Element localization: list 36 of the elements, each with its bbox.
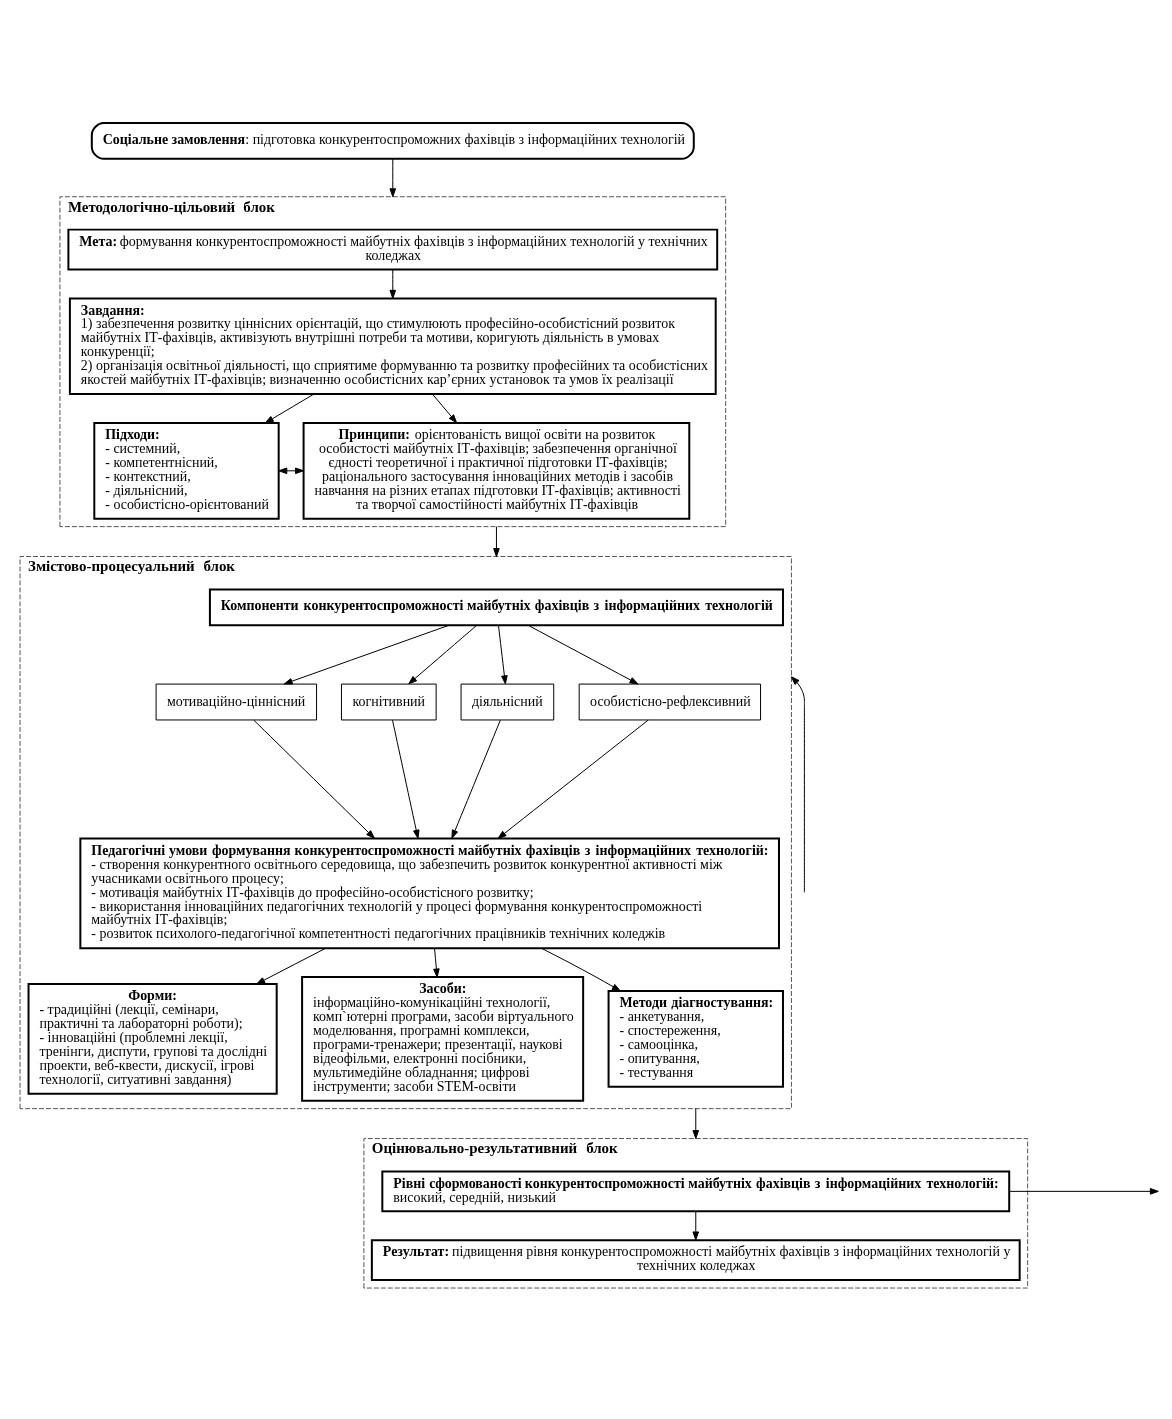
node-box: Педагогічні умови формування конкурентоспроможності майбутніх фахівців з інформаційних технологій: - створення конкурентного освітнього середовища, що забезпечить розвиток конкурентної активності між учасниками освітнього процесу; - мотивація майбутніх ІТ-фахівців до професійно-особистісного розвитку; - використання інноваційних педагогічних технологій у процесі формування конкурентоспроможності майбутніх ІТ-фахівців; - розвиток психолого-педагогічної компетентності педагогічних працівників технічних коледжів — [79, 837, 780, 950]
arrow — [692, 1108, 700, 1140]
arrow — [264, 393, 315, 424]
arrow — [256, 947, 327, 985]
node-box: Засоби: інформаційно-комунікаційні технології, комп`ютерні програми, засоби віртуального моделювання, програмні комплекси, програми-тренажери; презентації, наукові відеофільми, електронні посібники, мультимедійне обладнання; цифрові інструменти; засоби STEM-освіти — [301, 976, 585, 1102]
arrow — [433, 947, 440, 978]
node-box: Завдання: 1) забезпечення розвитку ціннісних орієнтацій, що стимулюють професійно-особистісний розвиток майбутніх ІТ-фахівців, активізують внутрішні потреби та мотиви, коригують діяльність в умовах конкуренції; 2) організація освітньої діяльності, що сприятиме формуванню та розвитку професійних та особистісних якостей майбутніх ІТ-фахівців; визначенню особистісних кар’єрних установок та умов їх реалізації — [68, 297, 717, 396]
node-box: Підходи: - системний, - компетентнісний, - контекстний, - діяльнісний, - особистісно-орієнтований — [93, 421, 280, 520]
arrow — [389, 269, 397, 299]
node-box: Мета: формування конкурентоспроможності майбутніх фахівців з інформаційних технологій у технічних коледжах — [67, 228, 719, 271]
arrow — [283, 624, 450, 685]
arrow — [408, 624, 478, 685]
node-box: Принципи: орієнтованість вищої освіти на розвиток особистості майбутніх ІТ-фахівців; забезпечення органічної єдності теоретичної і практичної підготовки ІТ-фахівців; раціонального застосування інноваційних методів і засобів навчання на різних етапах підготовки ІТ-фахівців; активності та творчої самостійності майбутніх ІТ-фахівців — [302, 421, 691, 520]
node-box: Рівні сформованості конкурентоспроможності майбутніх фахівців з інформаційних технологій: високий, середній, низький — [381, 1170, 1011, 1213]
arrow — [493, 526, 500, 557]
arrow — [692, 1210, 700, 1241]
node-box: Компоненти конкурентоспроможності майбутніх фахівців з інформаційних технологій — [208, 588, 784, 627]
arrow — [432, 393, 458, 424]
arrow — [253, 719, 375, 839]
node-box: Результат: підвищення рівня конкурентоспроможності майбутніх фахівців з інформаційних технологій у технічних коледжах — [370, 1239, 1021, 1282]
node-box: особистісно-рефлексивний — [578, 683, 762, 721]
arrow — [540, 947, 621, 992]
arrow — [392, 719, 420, 839]
arrow — [389, 158, 397, 198]
arrow — [1008, 1188, 1159, 1195]
node-box: когнітивний — [340, 683, 437, 721]
node-box: Форми: - традиційні (лекції, семінари, практичні та лабораторні роботи); - інноваційні (проблемні лекції, тренінги, диспути, групові та дослідні проекти, веб-квести, дискусії, ігрові технології, ситуативні завдання) — [27, 983, 278, 1095]
arrow — [451, 719, 501, 839]
node-box: Соціальне замовлення: підготовка конкурентоспроможних фахівців з інформаційних технологій — [90, 122, 695, 160]
node-box: Методи діагностування: - анкетування, - спостереження, - самооцінка, - опитування, - тестування — [607, 990, 784, 1088]
arrow — [497, 624, 508, 685]
node-box: діяльнісний — [460, 683, 555, 721]
arrow — [790, 676, 805, 893]
arrow — [527, 624, 639, 685]
node-box: мотиваційно-ціннісний — [155, 683, 318, 721]
arrow — [497, 719, 649, 839]
